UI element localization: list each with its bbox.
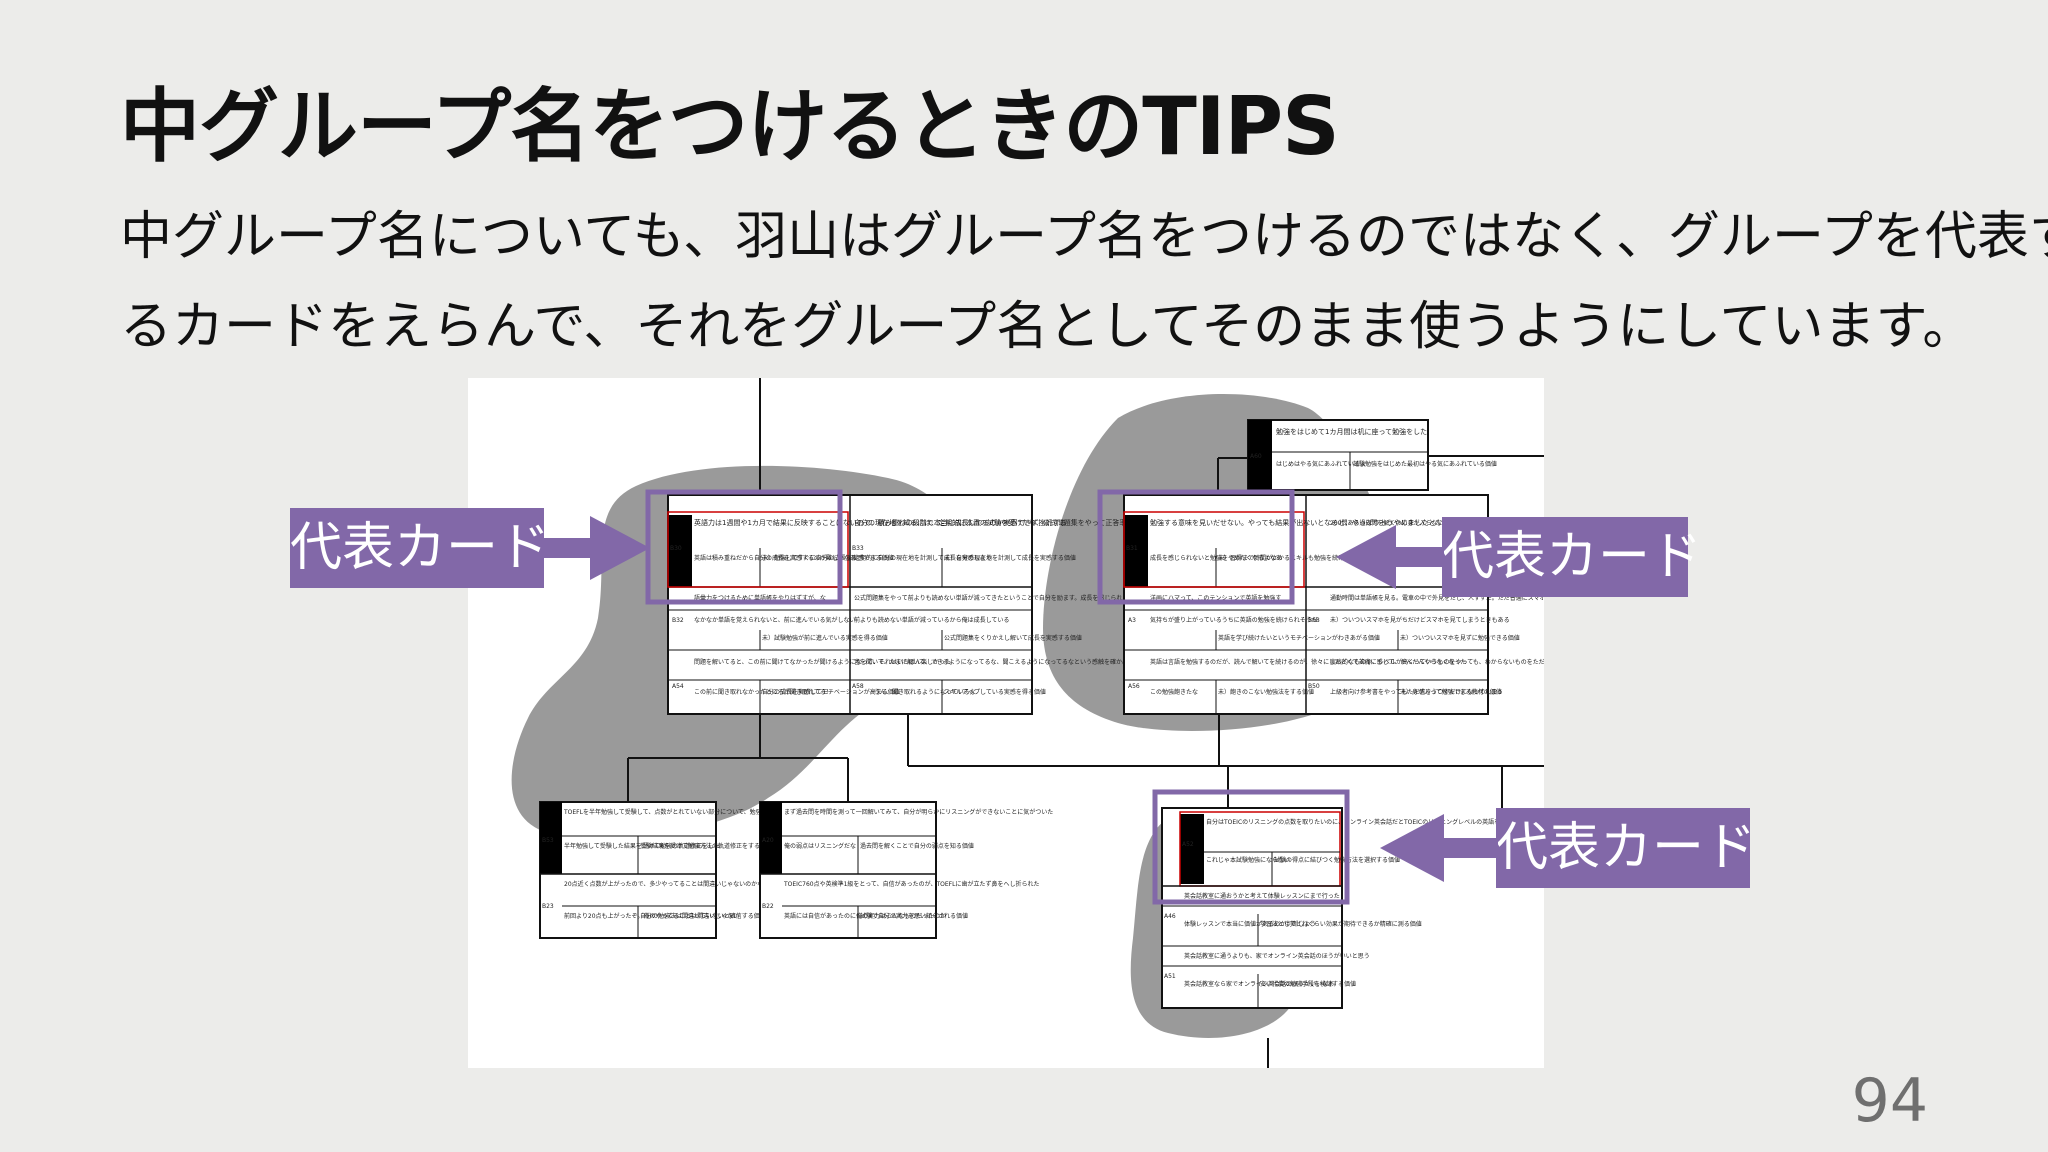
- card-text: 前よりも読めない単語が減っているから俺は成長している: [854, 616, 1009, 624]
- card-id: A52: [1182, 841, 1194, 848]
- card-text: スキルアップしている実感を得る価値: [944, 688, 1046, 696]
- card-text: 自分の現在地を知るには、定期的に本番の試験を受けたり、公式問題集をやって正答率を…: [854, 518, 1175, 527]
- card-id: A58: [852, 683, 864, 690]
- card-id: B23: [542, 903, 554, 910]
- card-text: 音を聞いて、たまに解いて、できるようになってるな、聞こえるようになってるなという…: [854, 658, 1134, 666]
- card-id: A46: [1164, 913, 1176, 920]
- card-id: B68: [1308, 617, 1320, 624]
- card-text: 定期的に自分の現在地を計測して成長を実感しよう: [854, 554, 992, 562]
- card-text: 過去問を解くことで自分の弱点を知る価値: [860, 842, 974, 850]
- card-text: 英語を学び続けたいというモチベーションがわきあがる価値: [1218, 634, 1380, 642]
- connector-lines: [627, 378, 1544, 1068]
- card-text: 公式問題集をやって前よりも読めない単語が減ってきたということで自分を励ます。成長…: [854, 594, 1182, 602]
- card-text: 通勤時間は単語帳を見る。電車の中で外見をだし、人すずだ。ただ普通にスマホを見てい…: [1330, 594, 1544, 602]
- callout-label-left: 代表カード: [290, 508, 550, 588]
- card-text: 試験の得点に結びつく勉強方法を選択する価値: [1274, 856, 1400, 864]
- kj-diagram-figure: 英語力は1週間や1カ月で結果に反映することはないので、積み重ねの段階で本当に成長…: [468, 378, 1544, 1068]
- card-text: 20点近く点数が上がったので、多少やってることは間違いじゃないのかなっていうのは…: [564, 880, 829, 888]
- card-text: 半年勉強して受験した結果を受けて勉強の軌道修正をした: [564, 842, 720, 850]
- highlight-frame-top-right: [1097, 489, 1295, 605]
- card-text: 自分の勉強法は間違っていないと確信する価値: [640, 912, 766, 920]
- card-id: B53: [542, 837, 554, 844]
- card-text: 勉強する意味を見いだせない。やっても結果が出ないとなると、やっぱりもうやめました…: [1150, 518, 1512, 527]
- card-text: 気持ちが盛り上がっているうちに英語の勉強を続けられそうだ: [1150, 616, 1318, 624]
- card-text: 公式問題集をくりかえし解いて成長を実感する価値: [944, 634, 1082, 642]
- card-text: 英語には自信があったのに俺の実力はこんなものだったのか: [784, 912, 946, 920]
- card-text: 英語は言語を勉強するのだが、読んで解いてを続けるのが、徐々にしんどくて苦痛に感じ…: [1150, 658, 1466, 666]
- body-line-2: るカードをえらんで、それをグループ名としてそのまま使うようにしています。: [120, 297, 1975, 357]
- card-id: B32: [672, 617, 684, 624]
- card-text: 自分の成長を実感してモチベーションが高まる価値: [762, 688, 900, 696]
- card-a60: 勉強をはじめて1カ月間は机に座って勉強をした A60 はじめはやる気にあふれてい…: [1247, 419, 1497, 491]
- highlight-frame-bottom-right: [1152, 789, 1350, 905]
- card-text: 英会話教室なら家でオンライン英会話のほうがいいなあ: [1184, 980, 1334, 988]
- arrow-right-icon: [542, 516, 650, 580]
- arrow-left-icon: [1336, 525, 1444, 589]
- card-text: 学習法としてどれくらい効果が期待できるか精確に測る価値: [1260, 920, 1422, 928]
- card-b53: TOEFLを半年勉強して受験して、点数がとれていない部分について、勉強の軌道修正…: [539, 801, 829, 939]
- card-text: 問題を解いてると、この前に聞けてなかったが聞けるようになって、それはいちばん楽し…: [694, 658, 951, 666]
- card-text: 受験結果を受けて勉強方法の軌道修正をする価値: [640, 842, 772, 850]
- card-text: 未）試験勉強が前に進んでいる実感を得る価値: [762, 634, 888, 642]
- card-id: B22: [762, 903, 774, 910]
- card-id: B50: [1308, 683, 1320, 690]
- card-id: B30: [670, 545, 682, 552]
- card-text: 自分はTOEICのリスニングの点数を取りたいのに、オンライン英会話だとTOEIC…: [1206, 818, 1544, 826]
- card-id: B31: [1126, 545, 1138, 552]
- card-id: A54: [672, 683, 684, 690]
- callout-label-bottom-right: 代表カード: [1496, 808, 1756, 888]
- card-text: 実践的なものや、レベルが高くっていうものをやっても、わからないものをただ書きうつ…: [1330, 658, 1544, 666]
- card-text: 英語力は1週間や1カ月で結果に反映することはないので、積み重ねの段階で本当に成長…: [694, 518, 1066, 527]
- card-id: A20: [762, 837, 774, 844]
- card-text: 上級者向け参考書をやってもただ書きうつすだけになってしまう: [1330, 688, 1503, 696]
- card-text: 洋画にハマって、このテンションで英語を勉強す: [1150, 594, 1281, 602]
- card-text: この前に聞き取れなかったところが聞き取れてる！: [694, 688, 832, 696]
- card-text: 未）ついついスマホを見ずに勉強できる価値: [1400, 634, 1520, 642]
- card-text: なかなか単語を覚えられないと、前に進んでいる気がしない: [694, 616, 855, 624]
- card-text: 試験で自分の実力を思い知らされる価値: [860, 912, 968, 920]
- card-text: 成長を感じられないと勉強をやめたくなるよなあ: [1150, 554, 1282, 562]
- card-text: TOEIC760点や英検準1級をとって、自信があったのが、TOEFLに歯が立たず…: [783, 880, 1039, 888]
- card-id: B33: [852, 545, 864, 552]
- card-id-bar: [668, 515, 692, 587]
- card-text: 前回より20点も上がったぞ。俺のやってることは間違いじゃない: [564, 912, 739, 920]
- card-text: 英語は積み重ねだから自分の成長を実感するのが難しいなあ: [694, 554, 856, 562]
- card-text: この勉強飽きたな: [1150, 688, 1198, 696]
- card-text: 体験レッスンで本当に価値があるのか判断しよう: [1184, 920, 1316, 928]
- card-text: 未）自分の現在地を計測して成長を実感する価値: [944, 554, 1076, 562]
- card-text: 未）飽きのこない勉強法をする価値: [1218, 688, 1314, 696]
- card-text: 未）ついついスマホを見がちだけどスマホを見てしまうときもある: [1330, 616, 1510, 624]
- card-text: 勉強をはじめて1カ月間は机に座って勉強をした: [1276, 427, 1427, 436]
- card-text: 英会話教室に通おうかと考えて体験レッスンにまで行った: [1184, 892, 1340, 900]
- card-id: A60: [1250, 453, 1262, 460]
- card-text: 未）勉強してすぐに自分の成長を実感できる価値: [762, 554, 894, 562]
- page-number: 94: [1851, 1066, 1928, 1136]
- card-a52: A52 自分はTOEICのリスニングの点数を取りたいのに、オンライン英会話だとT…: [1161, 807, 1544, 1009]
- card-text: まず過去問を時間を測って一回解いてみて、自分が明らかにリスニングができないことに…: [784, 808, 1053, 816]
- card-text: 200問ある過去問を解くのに身が入らない後に一週間: [1330, 519, 1473, 527]
- slide-title: 中グループ名をつけるときのTIPS: [120, 80, 1340, 173]
- card-text: 英会話教室に通うよりも、家でオンライン英会話のほうがいいと思う: [1184, 952, 1370, 960]
- slide-body: 中グループ名についても、羽山はグループ名をつけるのではなく、グループを代表す る…: [120, 192, 2048, 372]
- card-a20: まず過去問を時間を測って一回解いてみて、自分が明らかにリスニングができないことに…: [759, 801, 1053, 939]
- card-id: A56: [1128, 683, 1140, 690]
- body-line-1: 中グループ名についても、羽山はグループ名をつけるのではなく、グループを代表す: [120, 207, 2048, 267]
- card-text: 未）身が入って勉強できる教材の価値: [1400, 688, 1502, 696]
- card-text: 未）習得まで時間がかかるスキルも勉強を続けたくなる価値: [1218, 554, 1380, 562]
- card-text: TOEFLを半年勉強して受験して、点数がとれていない部分について、勉強の軌道修正…: [563, 808, 810, 816]
- card-text: うん、聞き取れるようになっているな: [874, 689, 976, 696]
- card-text: 語彙力をつけるために単語帳をやりはずすが、な: [694, 594, 826, 602]
- card-text: はじめはやる気にあふれているよ: [1276, 460, 1366, 468]
- card-id: A3: [1128, 617, 1136, 624]
- card-text: 試験勉強をはじめた最初はやる気にあふれている価値: [1353, 460, 1497, 468]
- arrow-left-icon: [1380, 814, 1498, 882]
- card-id: A51: [1164, 973, 1176, 980]
- callout-label-top-right: 代表カード: [1442, 517, 1702, 597]
- card-text: 安い代償の勉強手段を検討する価値: [1260, 980, 1356, 988]
- card-text: 俺の弱点はリスニングだな: [784, 842, 856, 850]
- card-text: これじゃ本試験勉強にならない: [1206, 856, 1290, 864]
